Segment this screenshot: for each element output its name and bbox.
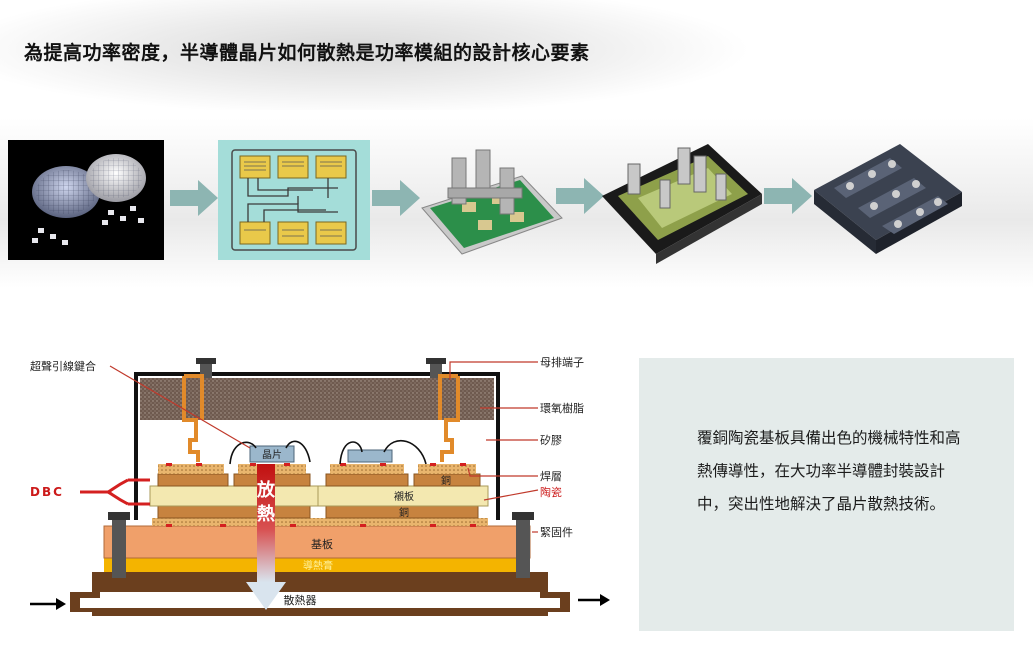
description-panel: 覆銅陶瓷基板具備出色的機械特性和高熱傳導性，在大功率半導體封裝設計中，突出性地解… [639, 358, 1014, 631]
fastener-label: 緊固件 [540, 526, 573, 539]
dbc-label: DBC [30, 485, 64, 499]
copper-bottom-label: 銅 [399, 506, 409, 519]
ceramic-plate-label: 襯板 [394, 490, 414, 503]
chip-right [347, 449, 393, 463]
ceramic-label: 陶瓷 [540, 485, 562, 499]
populated-module-board-icon [421, 149, 563, 255]
wafer-and-dies-photo [8, 140, 164, 260]
copper-top-label: 銅 [441, 474, 451, 487]
baseplate-label: 基板 [311, 537, 333, 551]
solder-layer-label: 焊層 [540, 469, 562, 483]
chip-label: 晶片 [262, 448, 282, 461]
epoxy-label: 環氧樹脂 [540, 401, 584, 415]
busbar-terminal-right [430, 360, 442, 378]
bottom-solder-layer [152, 518, 488, 526]
process-arrow-icon [372, 180, 420, 216]
busbar-terminal-label: 母排端子 [540, 355, 584, 369]
process-arrow-icon [170, 180, 218, 216]
process-arrow-icon [764, 178, 812, 214]
silicone-gel-label: 矽膠 [540, 433, 562, 447]
ceramic-plate-left [149, 485, 319, 507]
heat-flow-arrow-icon [257, 464, 275, 582]
heatsink-label: 散熱器 [284, 593, 317, 607]
process-strip [0, 118, 1033, 288]
wire-bond-label: 超聲引線鍵合 [30, 359, 96, 373]
module-housing-icon [602, 144, 762, 264]
fastener-left [112, 516, 126, 578]
heat-dissipation-label: 放熱 [256, 479, 276, 525]
title-background-glow [0, 0, 780, 110]
finished-power-module-icon [814, 144, 962, 254]
heat-dissipation-char: 熱 [257, 503, 275, 525]
page-title: 為提高功率密度，半導體晶片如何散熱是功率模組的設計核心要素 [24, 42, 590, 64]
heat-dissipation-char: 放 [256, 479, 276, 501]
busbar-terminal-left [200, 360, 212, 378]
thermal-paste-label: 導熱膏 [303, 559, 333, 572]
fastener-right [516, 516, 530, 578]
baseplate [103, 525, 531, 559]
dbc-substrate-layout-icon [218, 140, 370, 260]
dbc-bracket [80, 478, 129, 506]
module-housing-frame [134, 372, 500, 520]
module-cross-section-diagram: 散熱器 導熱膏 基板 銅 襯板 銅 晶片 [30, 355, 610, 616]
process-arrow-icon [556, 178, 604, 214]
chip-left [249, 445, 295, 463]
description-text: 覆銅陶瓷基板具備出色的機械特性和高熱傳導性，在大功率半導體封裝設計中，突出性地解… [697, 429, 961, 513]
thermal-paste-layer [104, 558, 530, 572]
epoxy-layer [140, 378, 494, 420]
